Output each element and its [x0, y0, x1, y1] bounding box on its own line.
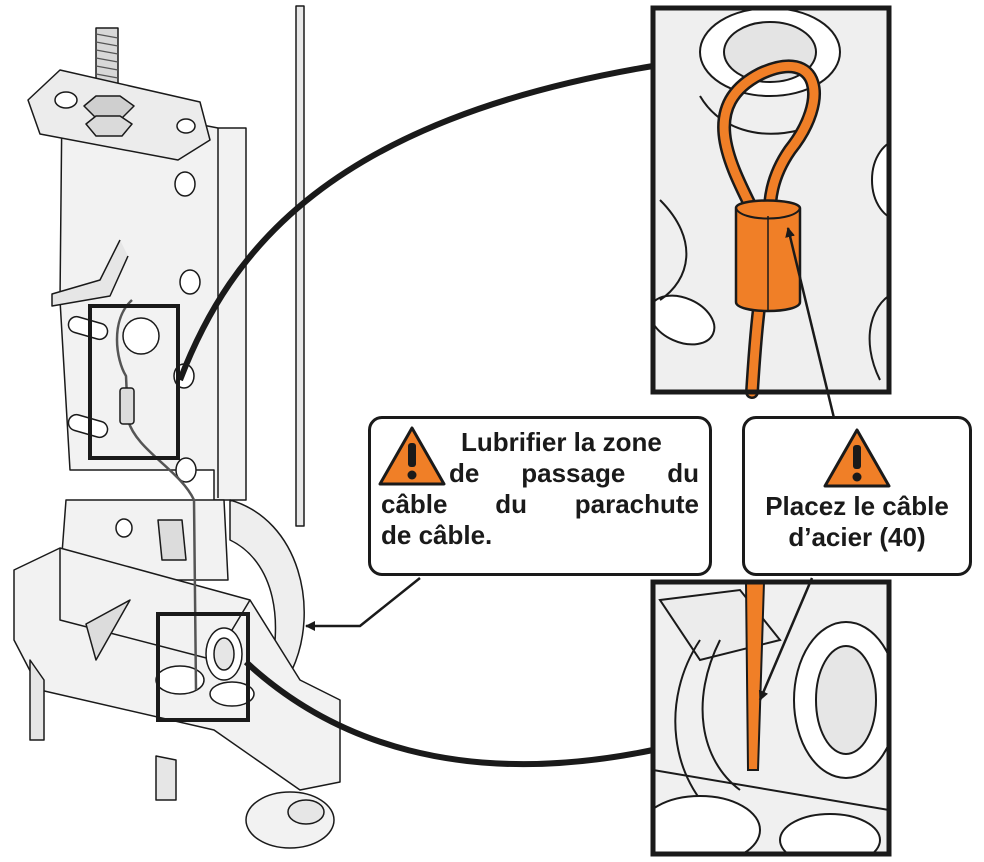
connector-arc-bottom: [243, 659, 654, 768]
callout-left-word-parachute: parachute: [574, 489, 699, 519]
callout-left-line-4: de câble.: [381, 520, 493, 550]
detail-frame-top-marker: [88, 304, 180, 460]
detail-view-bottom: [650, 579, 892, 857]
connector-arc-top: [177, 63, 654, 382]
lubrication-callout: Lubrifier la zone de passage du câble du…: [368, 416, 712, 576]
pointer-arrow-lubricate: [305, 577, 421, 631]
callout-left-word-du: du: [667, 458, 699, 488]
callout-right-line-2: d’acier (40): [788, 522, 926, 552]
detail-view-top: [650, 5, 892, 399]
callout-left-word-passage: passage: [521, 458, 626, 488]
callout-left-word-cable: câble: [381, 489, 448, 519]
vertical-rod: [295, 5, 305, 527]
steel-cable-callout: Placez le câble d’acier (40): [742, 416, 972, 576]
callout-left-word-de: de: [449, 458, 480, 488]
pointer-arrow-cable-bottom: [758, 577, 814, 701]
warning-triangle-icon: [823, 428, 891, 488]
callout-left-word-du-2: du: [495, 489, 527, 519]
pointer-arrow-cable-top: [785, 227, 836, 419]
callout-left-line-1: Lubrifier la zone: [461, 427, 662, 457]
callout-right-line-1: Placez le câble: [765, 491, 949, 521]
warning-triangle-icon: [378, 426, 446, 486]
cable-guide-assembly: [13, 5, 341, 849]
